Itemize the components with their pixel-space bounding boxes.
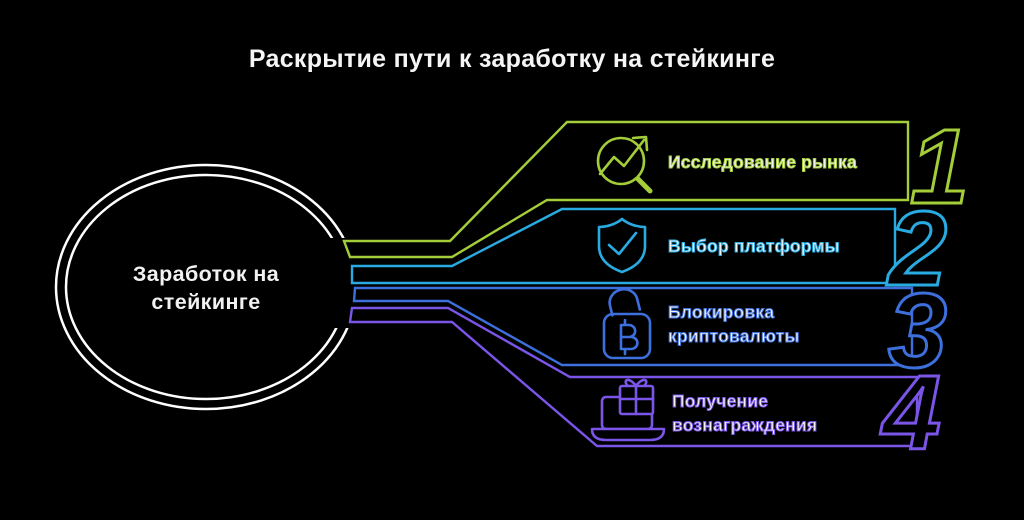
- step-4-number: 4: [880, 354, 941, 472]
- step-3-banner: [352, 286, 914, 367]
- step-3-label-line1: Блокировка: [668, 302, 774, 322]
- step-4-label-line1: Получение: [672, 391, 768, 411]
- step-4-label-line2: вознаграждения: [672, 415, 817, 435]
- hub-circle: [54, 163, 378, 411]
- step-2: Выбор платформы 2: [350, 189, 948, 310]
- step-3-label-line2: криптовалюты: [668, 326, 800, 346]
- step-3-number: 3: [888, 272, 947, 390]
- hub-label-line2: стейкинге: [151, 290, 260, 314]
- step-1-number: 1: [910, 108, 969, 226]
- step-3: Блокировка криптовалюты 3: [352, 271, 948, 392]
- hub-outer-ring: [54, 163, 358, 411]
- step-2-label: Выбор платформы: [668, 236, 840, 256]
- hub-label: Заработок на стейкинге: [133, 262, 280, 314]
- hub-inner-ring: [64, 173, 348, 401]
- step-4: Получение вознаграждения 4: [348, 306, 942, 474]
- page-title: Раскрытие пути к заработку на стейкинге: [249, 45, 775, 73]
- laptop-gift-icon: [590, 378, 666, 442]
- bitcoin-lock-icon: [602, 287, 652, 360]
- step-1: Исследование рынка 1: [342, 107, 970, 259]
- shield-check-icon: [597, 217, 647, 274]
- step-4-banner: [348, 306, 919, 448]
- step-2-banner: [350, 207, 897, 285]
- hub-label-line1: Заработок на: [133, 262, 280, 286]
- step-1-label: Исследование рынка: [668, 152, 857, 172]
- market-research-icon: [596, 135, 653, 194]
- step-1-banner: [342, 120, 910, 259]
